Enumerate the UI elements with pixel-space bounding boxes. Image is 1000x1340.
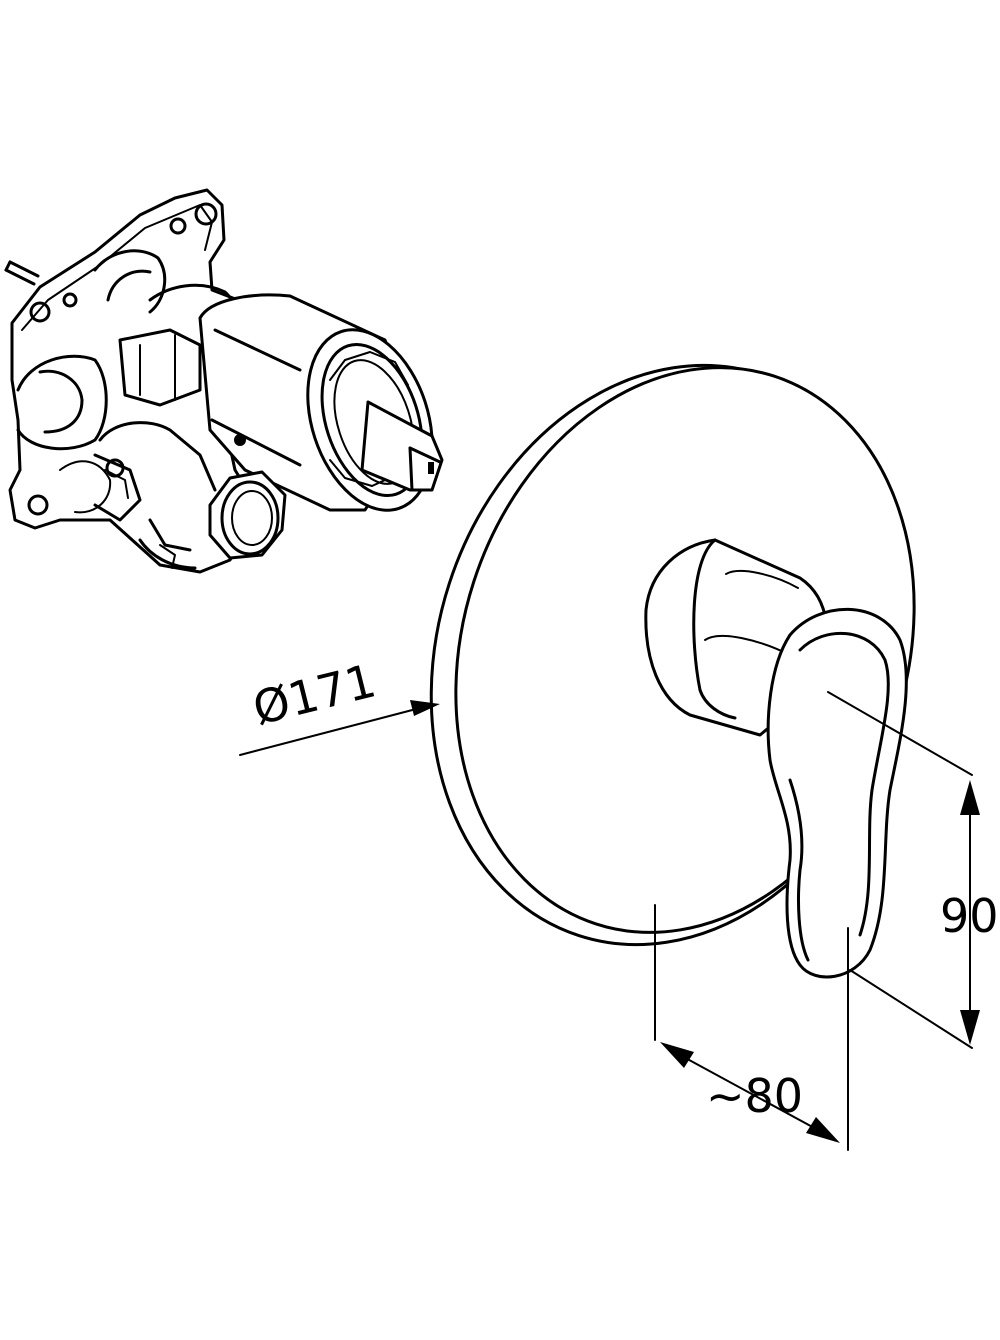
- rough-in-valve-body: [4, 188, 444, 574]
- lever-handle: [644, 538, 908, 979]
- depth-dimension-line: [679, 1054, 819, 1131]
- diameter-arrowhead: [410, 700, 440, 716]
- height-extension-top: [827, 691, 973, 776]
- height-arrow-bottom: [960, 1010, 980, 1045]
- depth-dimension: ~80: [654, 904, 849, 1151]
- height-dimension: 90: [827, 691, 999, 1049]
- height-arrow-top: [960, 780, 980, 815]
- depth-label: ~80: [706, 1069, 803, 1123]
- height-label: 90: [940, 889, 999, 943]
- depth-arrow-left: [660, 1042, 694, 1068]
- diameter-dimension: Ø171: [239, 653, 440, 756]
- diameter-leader-line: [239, 707, 421, 756]
- height-extension-bottom: [849, 969, 973, 1049]
- depth-arrow-right: [806, 1117, 840, 1143]
